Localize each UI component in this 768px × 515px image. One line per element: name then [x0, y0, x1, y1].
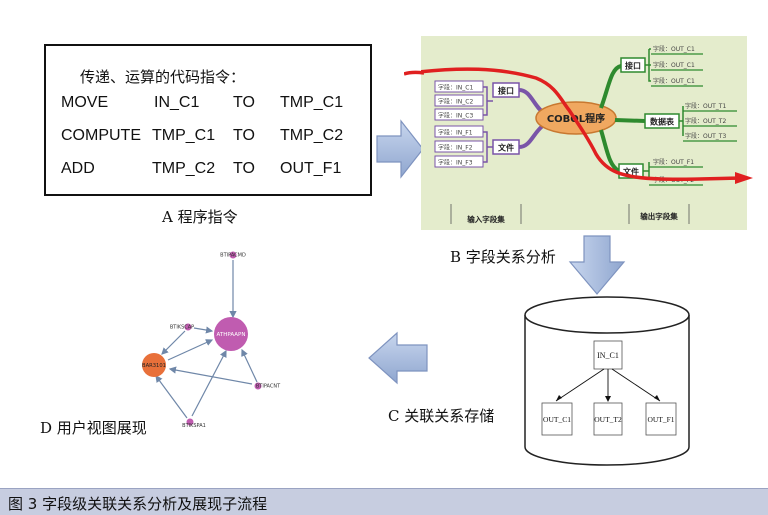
branch-interface-in-label: 接口	[498, 86, 514, 96]
input-c3: 字段：IN_C3	[438, 112, 473, 120]
arrow-a-to-b	[376, 119, 424, 179]
child-node-2-box	[593, 402, 623, 436]
node-btikspa1	[186, 418, 194, 426]
child-node-1-label: OUT_C1	[543, 415, 571, 424]
output-c1: 字段：OUT_C1	[653, 45, 695, 53]
input-c1: 字段：IN_C1	[438, 84, 473, 92]
node-bar3101-label: BAR3101	[142, 363, 166, 369]
panel-b-mindmap: 字段：IN_C1 字段：IN_C2 字段：IN_C3 接口 字段：IN_F1 字…	[421, 36, 747, 230]
panel-d-network: BTIPACMD ATHPAAPN BTIKSCAP BAR3101 BTIPA…	[142, 251, 281, 429]
input-c2-box	[434, 94, 484, 107]
panel-a-title: 传递、运算的代码指令：	[80, 68, 246, 86]
input-c-group: 字段：IN_C1 字段：IN_C2 字段：IN_C3	[434, 80, 493, 121]
arrow-b-to-c	[568, 235, 626, 295]
red-trace-line	[421, 67, 747, 182]
output-c2: 字段：OUT_C1	[653, 61, 695, 69]
panel-a-caption: A 程序指令	[162, 208, 238, 226]
root-node-label: IN_C1	[597, 351, 619, 360]
red-trace-tail	[404, 70, 424, 76]
child-node-1-box	[541, 402, 573, 436]
figure-caption-bar: 图 3 字段级关联关系分析及展现子流程	[0, 488, 768, 515]
node-btikscap-label: BTIKSCAP	[170, 325, 194, 331]
branch-file-label: 文件	[498, 143, 514, 153]
input-f2: 字段：IN_F2	[438, 144, 473, 152]
row-3-op: ADD	[61, 160, 95, 177]
node-btipacmd-label: BTIPACMD	[220, 253, 246, 259]
panel-d-caption: D 用户视图展现	[40, 419, 147, 437]
input-f3: 字段：IN_F3	[438, 159, 473, 167]
arrow-c-to-d	[368, 331, 428, 385]
row-2-op: COMPUTE	[61, 127, 141, 144]
row-1-dst: TMP_C1	[280, 94, 344, 111]
input-f1: 字段：IN_F1	[438, 129, 473, 137]
row-1-kw: TO	[233, 94, 255, 111]
panel-c-database: IN_C1 OUT_C1 OUT_T2 OUT_F1	[524, 296, 690, 466]
row-1-op: MOVE	[61, 94, 109, 111]
child-node-2-label: OUT_T2	[594, 415, 622, 424]
output-f1: 字段：OUT_F1	[653, 158, 694, 166]
child-node-3-label: OUT_F1	[647, 415, 674, 424]
node-btipacnt-label: BTIPACNT	[256, 384, 281, 390]
row-3-src: TMP_C2	[152, 160, 216, 177]
node-btikscap	[184, 323, 192, 331]
node-btikspa1-label: BTIKSPA1	[182, 423, 206, 429]
output-t3: 字段：OUT_T3	[685, 132, 726, 140]
output-t1: 字段：OUT_T1	[685, 102, 726, 110]
branch-file-out-label: 文件	[623, 167, 639, 177]
row-3-kw: TO	[233, 160, 255, 177]
root-node-box	[593, 340, 623, 370]
node-btipacnt	[254, 382, 262, 390]
input-f2-box	[434, 140, 484, 153]
output-c3: 字段：OUT_C1	[653, 77, 695, 85]
node-athpaapn-label: ATHPAAPN	[217, 332, 246, 338]
row-3-dst: OUT_F1	[280, 160, 342, 177]
panel-c-caption: C 关联关系存储	[388, 407, 495, 425]
branch-table-label: 数据表	[650, 117, 675, 127]
input-set-label: 输入字段集	[467, 214, 505, 224]
row-2-dst: TMP_C2	[280, 127, 344, 144]
panel-b-caption: B 字段关系分析	[450, 248, 556, 266]
figure-caption: 图 3 字段级关联关系分析及展现子流程	[8, 495, 268, 513]
input-c2: 字段：IN_C2	[438, 98, 473, 106]
node-bar3101	[142, 353, 166, 377]
output-t2: 字段：OUT_T2	[685, 117, 726, 125]
red-trace-arrowhead	[735, 172, 753, 184]
branch-interface-out-label: 接口	[625, 61, 641, 71]
input-f-group: 字段：IN_F1 字段：IN_F2 字段：IN_F3	[434, 125, 493, 168]
row-1-src: IN_C1	[154, 94, 200, 111]
row-2-kw: TO	[233, 127, 255, 144]
child-node-3-box	[645, 402, 677, 436]
row-2-src: TMP_C1	[152, 127, 216, 144]
node-btipacmd	[229, 251, 237, 259]
panel-a-code-box: 传递、运算的代码指令： MOVE IN_C1 TO TMP_C1 COMPUTE…	[44, 44, 372, 196]
node-athpaapn	[214, 317, 248, 351]
output-set-label: 输出字段集	[640, 211, 678, 221]
